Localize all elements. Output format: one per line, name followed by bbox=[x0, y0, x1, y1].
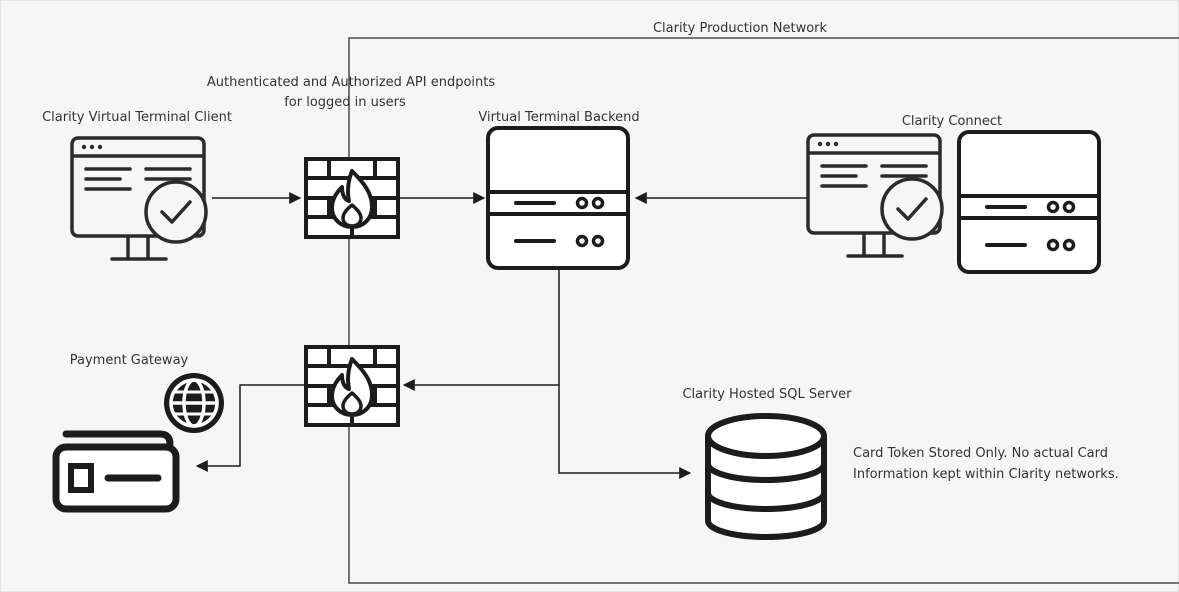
api-endpoints-label-line2: for logged in users bbox=[284, 95, 406, 110]
gateway-label: Payment Gateway bbox=[70, 353, 189, 368]
arrow-backend-to-gateway-firewall bbox=[402, 270, 560, 391]
credit-card-icon bbox=[52, 430, 180, 513]
server-icon bbox=[486, 126, 630, 270]
sql-label: Clarity Hosted SQL Server bbox=[682, 387, 852, 402]
card-token-note-line2: Information kept within Clarity networks… bbox=[853, 467, 1119, 482]
monitor-check-icon bbox=[806, 133, 944, 258]
network-boundary bbox=[348, 37, 1179, 584]
api-endpoints-label-line1: Authenticated and Authorized API endpoin… bbox=[207, 75, 496, 90]
firewall-icon bbox=[304, 157, 400, 239]
arrow-firewall-to-payment-card bbox=[195, 384, 304, 472]
server-icon bbox=[957, 130, 1101, 274]
connect-label: Clarity Connect bbox=[902, 114, 1002, 129]
network-label: Clarity Production Network bbox=[653, 21, 828, 36]
database-icon bbox=[705, 413, 827, 540]
arrow-backend-to-sql bbox=[558, 385, 692, 479]
client-label: Clarity Virtual Terminal Client bbox=[42, 110, 232, 125]
monitor-check-icon bbox=[70, 136, 208, 261]
backend-label: Virtual Terminal Backend bbox=[478, 110, 639, 125]
globe-icon bbox=[164, 373, 224, 433]
card-token-note-line1: Card Token Stored Only. No actual Card bbox=[853, 446, 1108, 461]
firewall-icon bbox=[304, 345, 400, 427]
